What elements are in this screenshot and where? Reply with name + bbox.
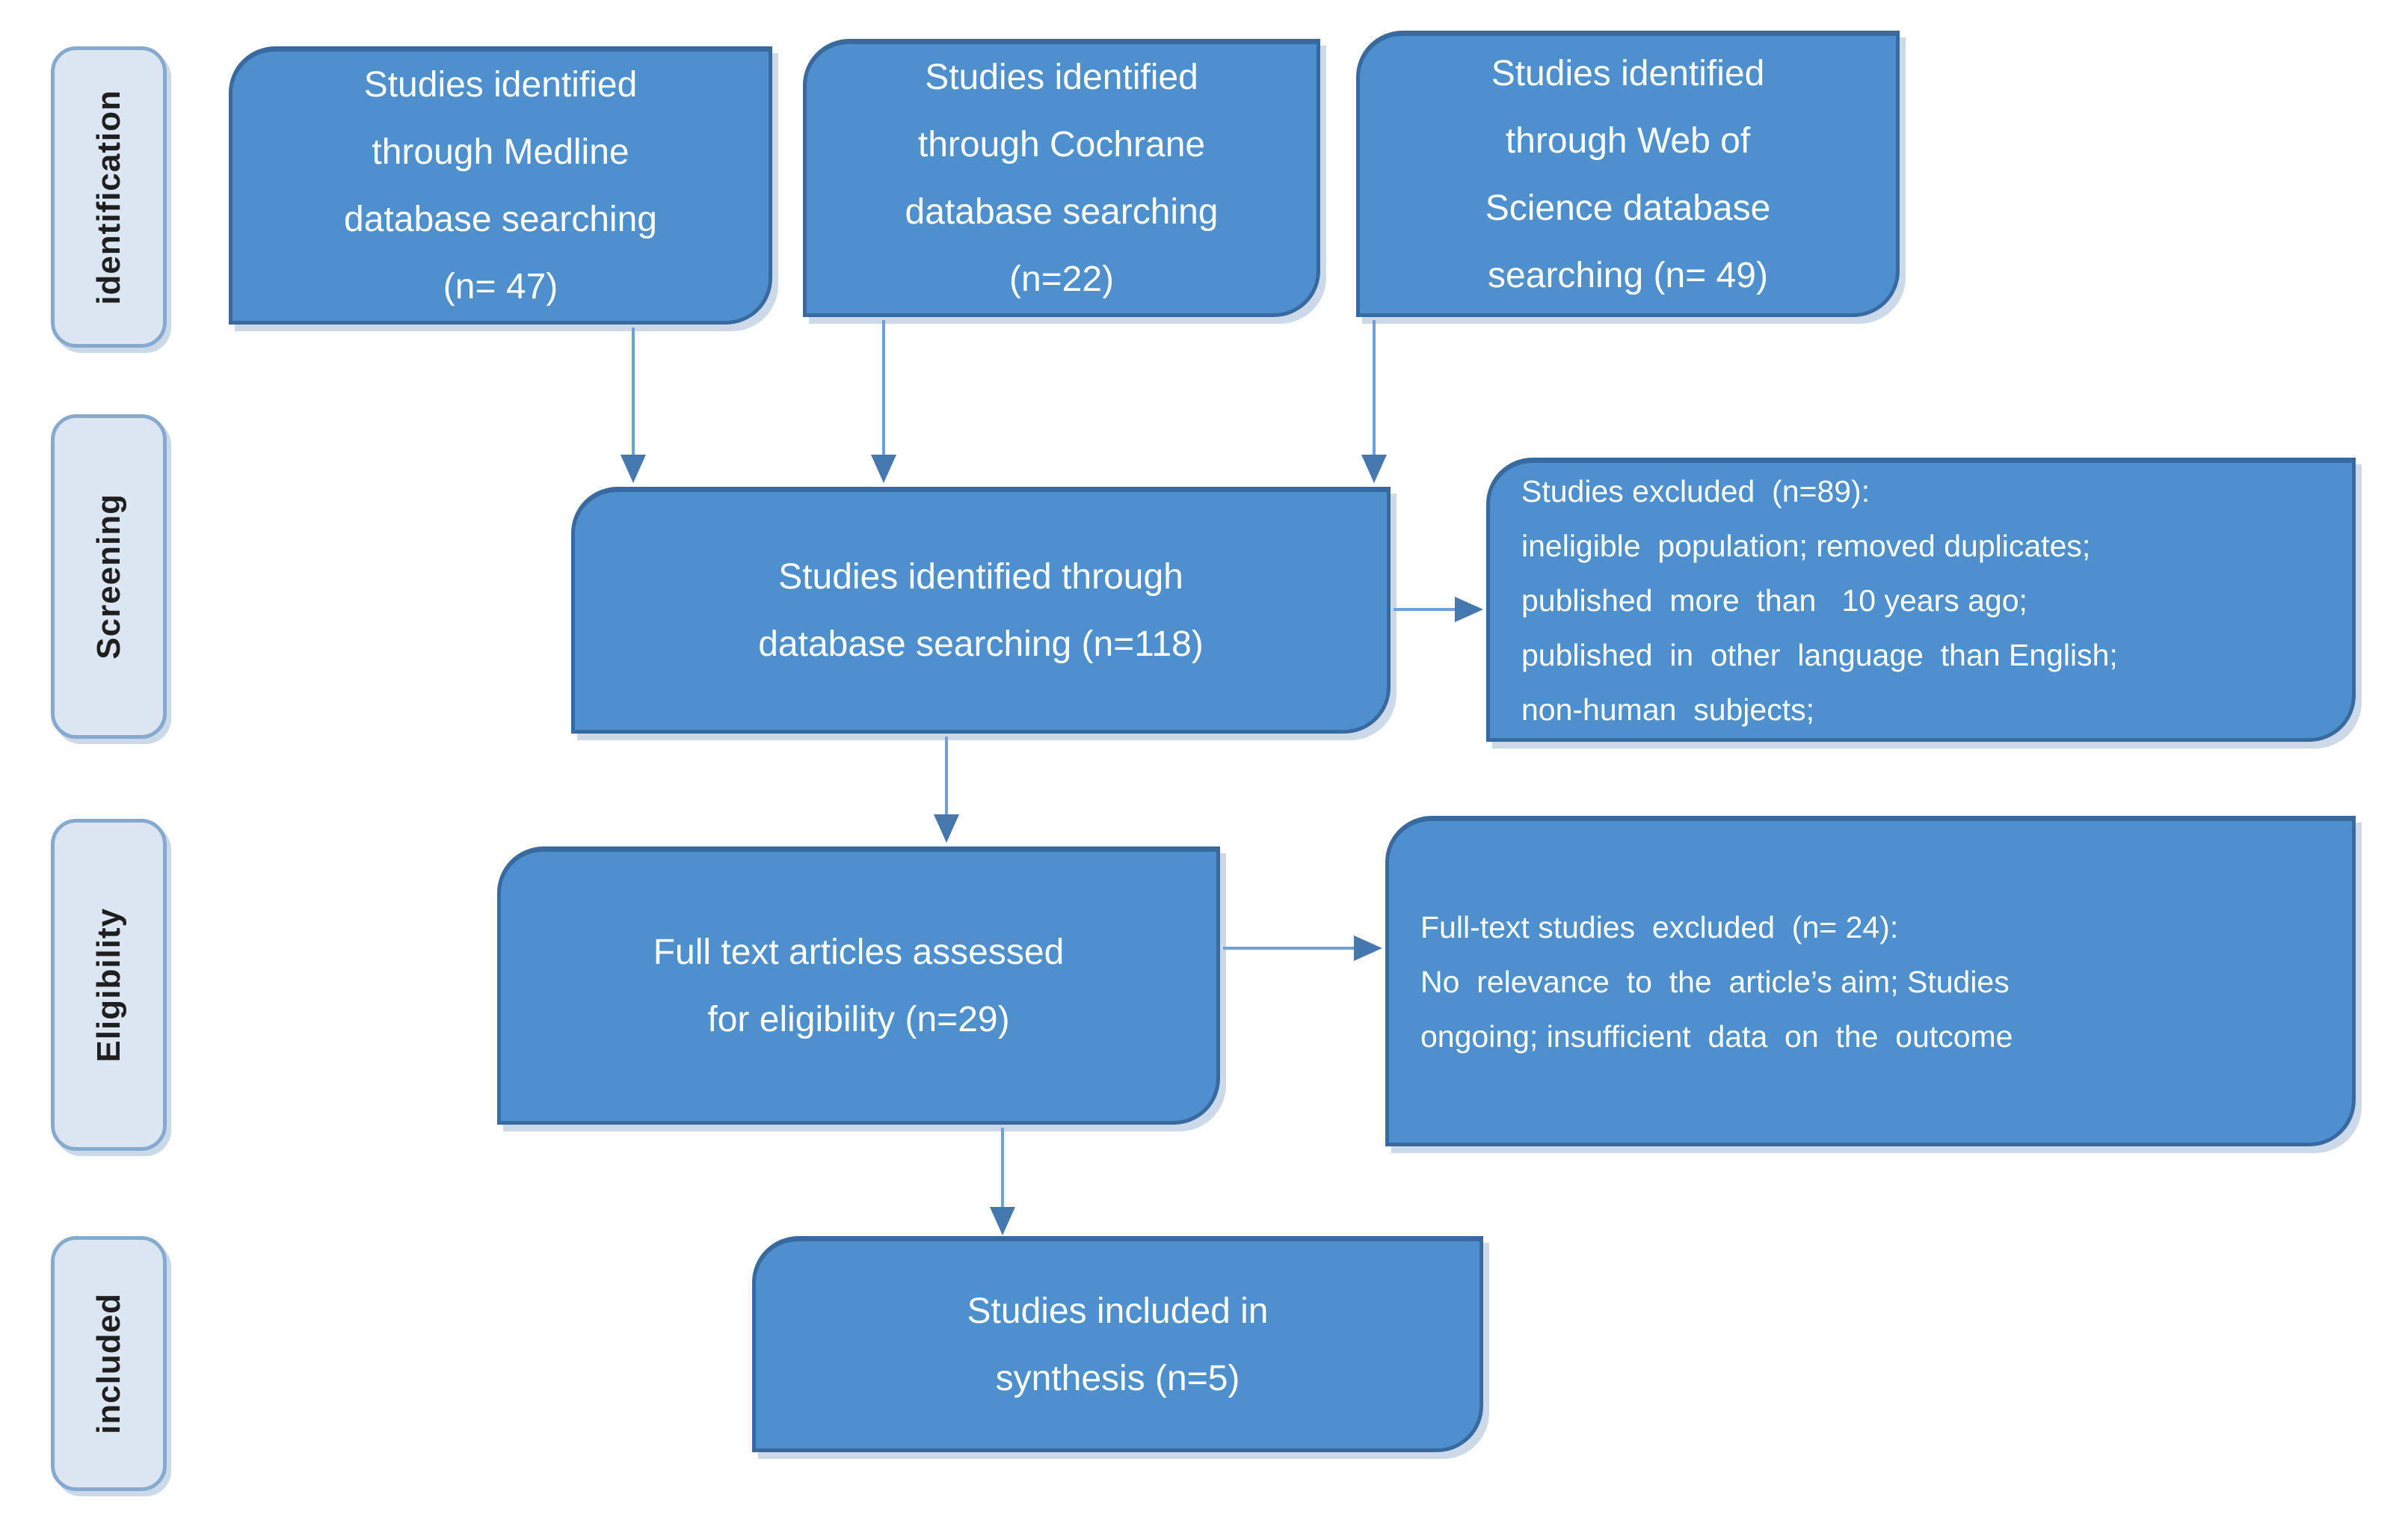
excluded-screening-line: published more than 10 years ago; — [1521, 583, 2027, 618]
stage-screening-label: Screening — [90, 494, 127, 660]
excluded-screening-line: ineligible population; removed duplicate… — [1521, 528, 2091, 563]
excluded-fulltext-line: Full-text studies excluded (n= 24): — [1420, 909, 1899, 944]
box-included-text: Studies included in synthesis (n=5) — [967, 1291, 1269, 1398]
stage-identification-label: identification — [90, 89, 127, 305]
excluded-fulltext-line: ongoing; insufficient data on the outcom… — [1420, 1018, 2013, 1054]
box-medline-text: Studies identified through Medline datab… — [344, 65, 657, 307]
box-eligibility-text: Full text articles assessed for eligibil… — [653, 932, 1065, 1039]
stage-eligibility-label: Eligibility — [90, 907, 127, 1063]
excluded-screening-line: non-human subjects; — [1521, 692, 1815, 727]
box-medline: Studies identified through Medline datab… — [229, 46, 772, 325]
stage-screening: Screening — [51, 414, 167, 739]
box-eligibility: Full text articles assessed for eligibil… — [497, 846, 1220, 1125]
box-excluded-fulltext: Full-text studies excluded (n= 24): No r… — [1385, 816, 2356, 1146]
excluded-fulltext-line: No relevance to the article’s aim; Studi… — [1420, 964, 2010, 999]
box-excluded-screening: Studies excluded (n=89): ineligible popu… — [1486, 458, 2356, 742]
box-excluded-fulltext-text: Full-text studies excluded (n= 24): No r… — [1389, 900, 2027, 1064]
stage-identification: identification — [51, 46, 167, 348]
stage-included-label: included — [90, 1293, 127, 1434]
excluded-screening-line: published in other language than English… — [1521, 637, 2118, 672]
box-web-of-science-text: Studies identified through Web of Scienc… — [1485, 53, 1771, 295]
stage-included: included — [51, 1236, 167, 1491]
box-included: Studies included in synthesis (n=5) — [752, 1236, 1483, 1452]
box-cochrane-text: Studies identified through Cochrane data… — [905, 58, 1219, 299]
box-cochrane: Studies identified through Cochrane data… — [803, 39, 1320, 317]
box-excluded-screening-text: Studies excluded (n=89): ineligible popu… — [1490, 464, 2133, 737]
excluded-screening-line: Studies excluded (n=89): — [1521, 473, 1870, 508]
stage-eligibility: Eligibility — [51, 819, 167, 1151]
box-web-of-science: Studies identified through Web of Scienc… — [1356, 31, 1900, 317]
box-combined-search: Studies identified through database sear… — [571, 487, 1391, 734]
box-combined-search-text: Studies identified through database sear… — [758, 557, 1204, 664]
